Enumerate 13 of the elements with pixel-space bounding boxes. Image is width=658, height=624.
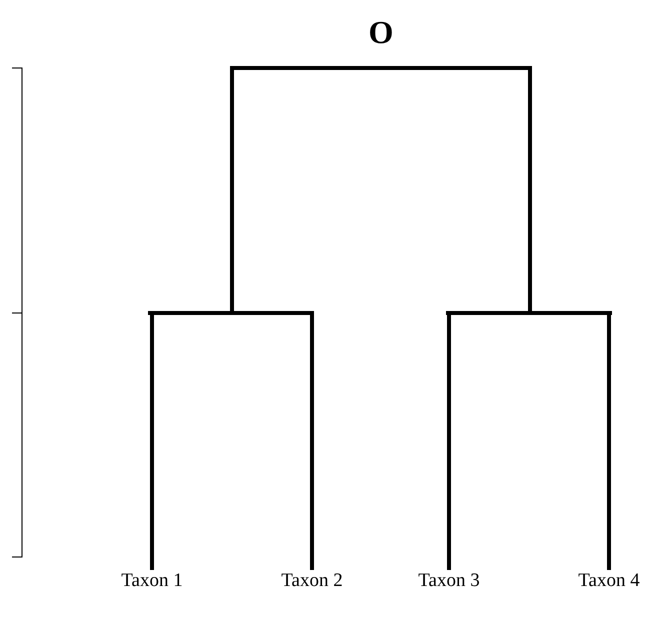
branch-line xyxy=(528,70,532,311)
taxon-label: Taxon 2 xyxy=(281,570,343,591)
taxon-label: Taxon 1 xyxy=(121,570,183,591)
branch-bar xyxy=(446,311,612,315)
branch-line xyxy=(447,315,451,570)
taxon-label: Taxon 3 xyxy=(418,570,480,591)
branch-bar xyxy=(148,311,314,315)
taxon-label: Taxon 4 xyxy=(578,570,640,591)
node-label: O xyxy=(368,15,394,49)
branch-line xyxy=(150,315,154,570)
branch-line xyxy=(230,70,234,311)
branch-line xyxy=(310,315,314,570)
branch-line xyxy=(607,315,611,570)
